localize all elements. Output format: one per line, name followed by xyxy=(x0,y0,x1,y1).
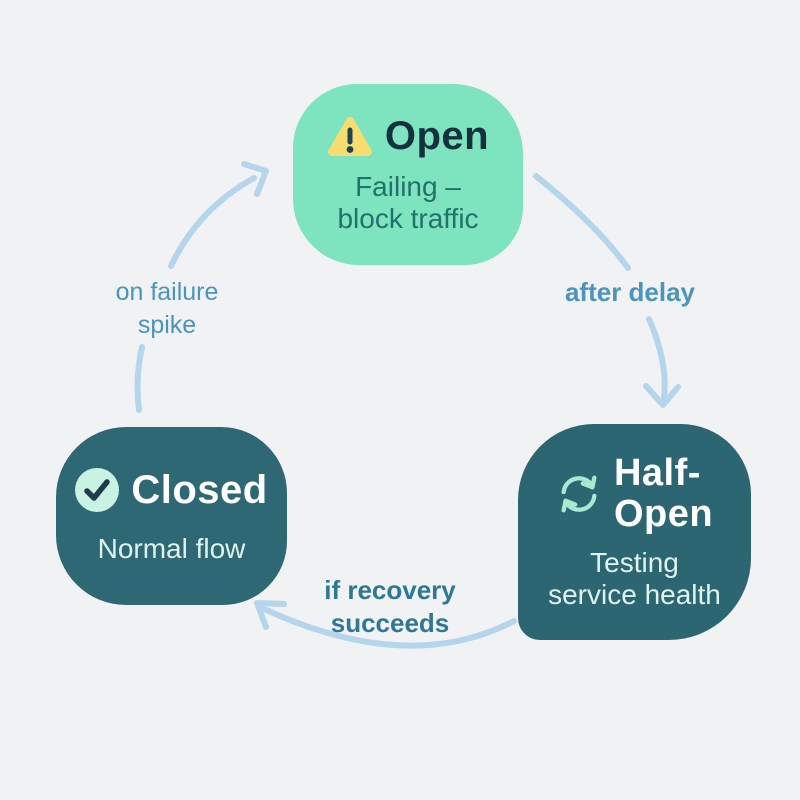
edge-label-line: after delay xyxy=(564,277,696,307)
arrowhead-open-to-half-open xyxy=(643,383,681,408)
half-open-title-lines: Half- Open xyxy=(614,453,713,535)
warning-icon xyxy=(327,116,373,158)
edge-label-line: if recovery xyxy=(324,575,456,605)
arrow-open-to-half-open-lower xyxy=(646,316,668,401)
state-title-open: Open xyxy=(384,114,490,158)
arrow-open-to-half-open-upper xyxy=(533,173,631,271)
arrowhead-closed-to-open xyxy=(241,161,269,197)
state-subtitle-half-open: Testing service health xyxy=(548,547,721,611)
state-title-closed: Closed xyxy=(131,467,268,512)
arrow-half-open-to-closed xyxy=(259,605,517,649)
state-subtitle-closed: Normal flow xyxy=(98,533,246,565)
state-subtitle-line: Normal flow xyxy=(97,532,246,564)
state-subtitle-line: service health xyxy=(548,579,721,610)
state-subtitle-line: Testing xyxy=(590,547,679,578)
arrow-closed-to-open-lower xyxy=(134,344,145,413)
state-title-half-open-line2: Open xyxy=(613,493,714,535)
edge-label-on-failure-spike: on failure spike xyxy=(67,276,267,342)
refresh-icon xyxy=(556,471,602,517)
edge-label-if-recovery-succeeds: if recovery succeeds xyxy=(290,574,490,640)
edge-label-line: succeeds xyxy=(330,608,450,638)
state-subtitle-open: Failing – block traffic xyxy=(337,171,478,235)
closed-title-row: Closed xyxy=(75,468,267,513)
edge-label-line: on failure xyxy=(115,278,219,306)
state-node-half-open: Half- Open Testing service health xyxy=(518,424,751,640)
arrow-closed-to-open-upper xyxy=(168,175,257,269)
state-node-open: Open Failing – block traffic xyxy=(293,84,523,265)
state-subtitle-line: Failing – xyxy=(355,171,461,202)
state-title-half-open-line1: Half- xyxy=(613,452,701,494)
state-subtitle-line: block traffic xyxy=(337,203,479,234)
state-node-closed: Closed Normal flow xyxy=(56,427,287,605)
arrowhead-half-open-to-closed xyxy=(254,600,287,630)
edge-label-after-delay: after delay xyxy=(530,276,730,309)
open-title-row: Open xyxy=(327,114,489,159)
edge-label-line: spike xyxy=(137,311,197,339)
half-open-title-row: Half- Open xyxy=(556,453,713,535)
check-icon xyxy=(75,468,120,512)
